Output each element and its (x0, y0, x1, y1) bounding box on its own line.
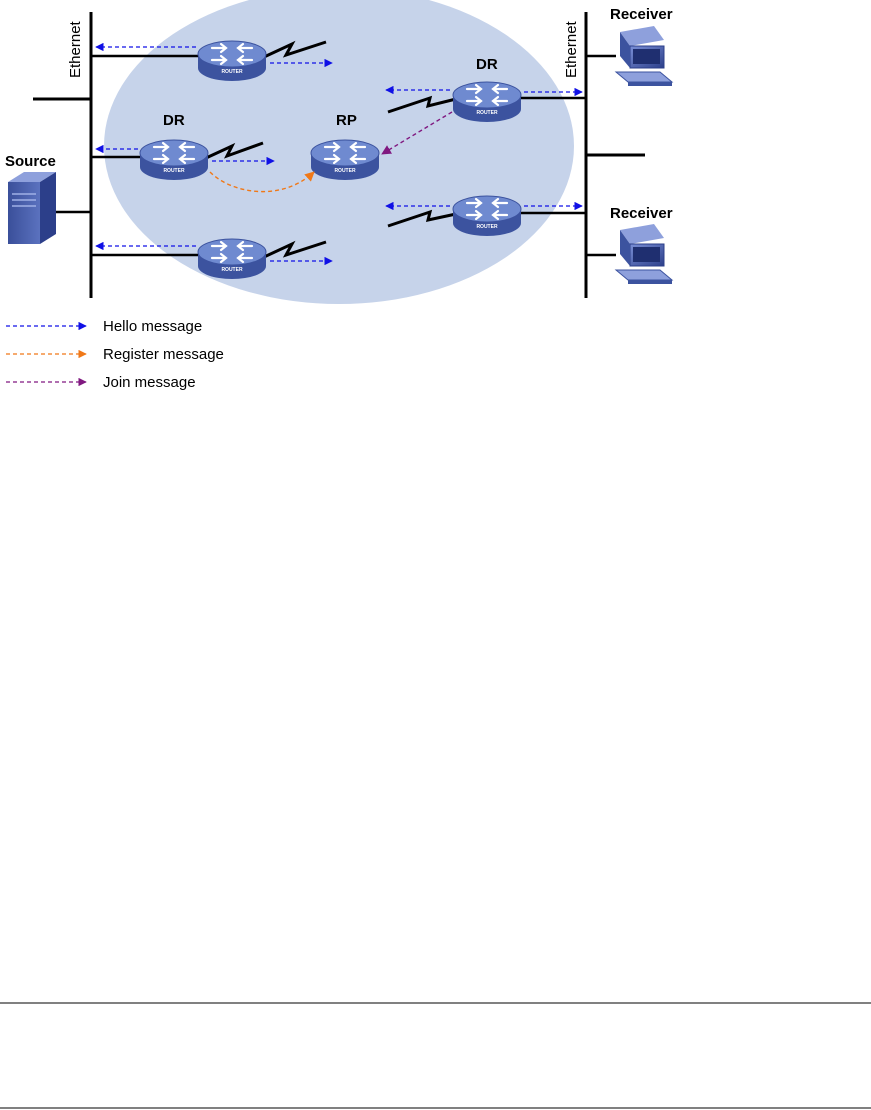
dr-right-label: DR (476, 56, 498, 73)
receiver-top-pc-icon (615, 25, 673, 87)
receiver-bottom-pc-icon (615, 223, 673, 285)
register-message-arrow (209, 171, 315, 193)
legend: Hello message Register message Join mess… (6, 318, 224, 391)
router-top-left (196, 39, 268, 83)
source-server-icon (8, 172, 56, 244)
serial-link-bottom (263, 240, 327, 259)
left-ethernet-label: Ethernet (67, 20, 84, 78)
legend-hello-label: Hello message (103, 318, 202, 335)
serial-link-top (263, 40, 327, 59)
serial-link-bottom-right (387, 209, 457, 228)
right-ethernet-label: Ethernet (563, 20, 580, 78)
rp-label: RP (336, 112, 357, 129)
serial-link-dr-left (205, 141, 264, 160)
legend-register-label: Register message (103, 346, 224, 363)
router-dr-right (451, 80, 523, 124)
receiver-bottom-label: Receiver (610, 205, 673, 222)
legend-join-label: Join message (103, 374, 196, 391)
serial-link-dr-right (387, 95, 457, 114)
dr-left-label: DR (163, 112, 185, 129)
router-bottom-left (196, 237, 268, 281)
serial-links (205, 40, 457, 259)
router-bottom-right (451, 194, 523, 238)
router-rp (309, 138, 381, 182)
source-label: Source (5, 153, 56, 170)
receiver-top-label: Receiver (610, 6, 673, 23)
hello-messages (95, 42, 583, 266)
router-dr-left (138, 138, 210, 182)
